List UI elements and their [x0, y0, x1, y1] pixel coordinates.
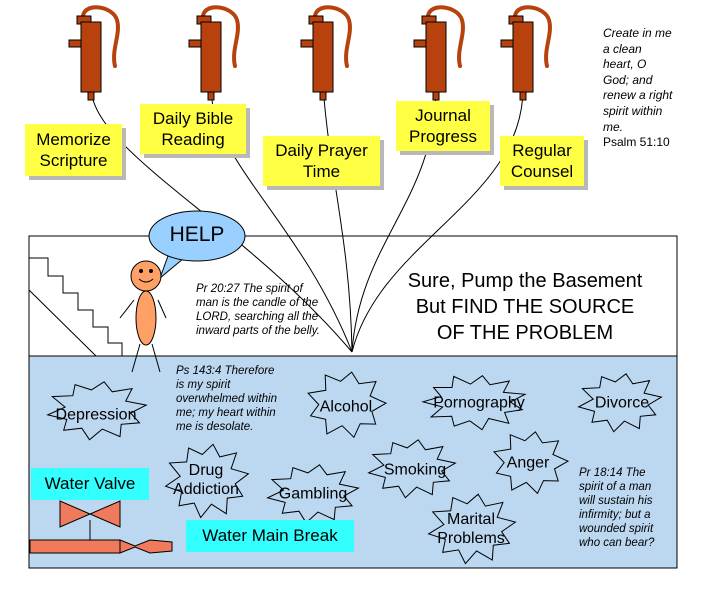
label-line: Time — [302, 162, 341, 181]
pump-counsel — [499, 5, 552, 102]
problem-alcohol: Alcohol — [319, 398, 373, 416]
label-line: Marital — [446, 511, 496, 528]
problem-gambling: Gambling — [278, 485, 348, 503]
label-line: Daily Prayer — [275, 141, 368, 160]
proverb-18-14-quote: Pr 18:14 The spirit of a man will sustai… — [579, 466, 679, 550]
label-line: Drug — [188, 462, 224, 479]
burst-pornography — [421, 375, 527, 431]
burst-smoking — [367, 439, 457, 499]
problem-pornography: Pornography — [433, 394, 525, 412]
psalm-51-10-quote: Create in me a clean heart, O God; and r… — [603, 26, 703, 151]
help-text: HELP — [169, 223, 225, 246]
quote-line: renew a right — [603, 88, 673, 103]
problem-bursts — [46, 371, 663, 565]
quote-line: spirit within — [603, 103, 663, 118]
burst-anger — [492, 431, 570, 495]
burst-drug-addiction — [164, 443, 250, 519]
water-main-break-label: Water Main Break — [186, 520, 354, 552]
quote-line: me is desolate. — [176, 421, 254, 433]
burst-divorce — [577, 373, 663, 433]
label-line: Daily Bible — [152, 109, 234, 128]
water-pipe — [29, 520, 173, 554]
basement-room — [28, 235, 678, 357]
proverb-20-27-quote: Pr 20:27 The spirit of man is the candle… — [196, 282, 356, 338]
quote-line: a clean — [603, 41, 642, 56]
burst-depression — [46, 381, 148, 441]
quote-line: heart, O — [603, 57, 647, 72]
stick-figure — [119, 260, 167, 373]
label-line: Problems — [437, 530, 505, 547]
quote-line: overwhelmed within — [176, 393, 277, 405]
problem-divorce: Divorce — [594, 394, 650, 412]
help-bubble — [148, 210, 246, 280]
label-line: Memorize — [36, 130, 111, 149]
label-line: Regular — [512, 141, 572, 160]
problem-anger: Anger — [506, 454, 550, 472]
quote-line: Pr 20:27 The spirit of — [196, 283, 303, 295]
headline-line-3: OF THE PROBLEM — [436, 322, 614, 344]
pump-bible — [187, 5, 240, 102]
quote-line: inward parts of the belly. — [196, 325, 320, 337]
problem-depression: Depression — [55, 406, 137, 424]
quote-line: me. — [603, 119, 624, 134]
psalm-143-4-quote: Ps 143:4 Therefore is my spirit overwhel… — [176, 364, 306, 434]
quote-reference: Psalm 51:10 — [603, 135, 670, 150]
burst-alcohol — [307, 371, 388, 439]
quote-line: LORD, searching all the — [196, 311, 319, 323]
pump-prayer — [299, 5, 352, 102]
label-line: Progress — [408, 127, 478, 146]
quote-line: is my spirit — [176, 379, 231, 391]
headline-line-1: Sure, Pump the Basement — [407, 270, 643, 292]
quote-line: man is the candle of the — [196, 297, 319, 309]
quote-line: God; and — [603, 72, 653, 87]
quote-line: wounded spirit — [579, 523, 654, 535]
quote-line: Ps 143:4 Therefore — [176, 365, 275, 377]
quote-line: Pr 18:14 The — [579, 467, 646, 479]
quote-line: me; my heart within — [176, 407, 276, 419]
basement-stairs — [28, 257, 123, 357]
quote-line: Create in me — [603, 26, 672, 40]
quote-line: infirmity; but a — [579, 509, 651, 521]
quote-line: spirit of a man — [579, 481, 652, 493]
headline-line-2: But FIND THE SOURCE — [415, 296, 635, 318]
label-line: Counsel — [510, 162, 574, 181]
label-line: Scripture — [39, 151, 108, 170]
water-valve-label: Water Valve — [31, 468, 149, 500]
pump-journal — [412, 5, 465, 102]
quote-line: will sustain his — [579, 495, 653, 507]
problem-smoking: Smoking — [383, 461, 447, 479]
burst-marital-problems — [427, 493, 517, 565]
valve-handle-icon — [59, 500, 121, 528]
label-line: Addiction — [173, 481, 239, 498]
pump-memorize — [67, 5, 120, 102]
label-line: Journal — [415, 106, 471, 125]
label-line: Reading — [161, 130, 225, 149]
quote-line: who can bear? — [579, 537, 655, 549]
